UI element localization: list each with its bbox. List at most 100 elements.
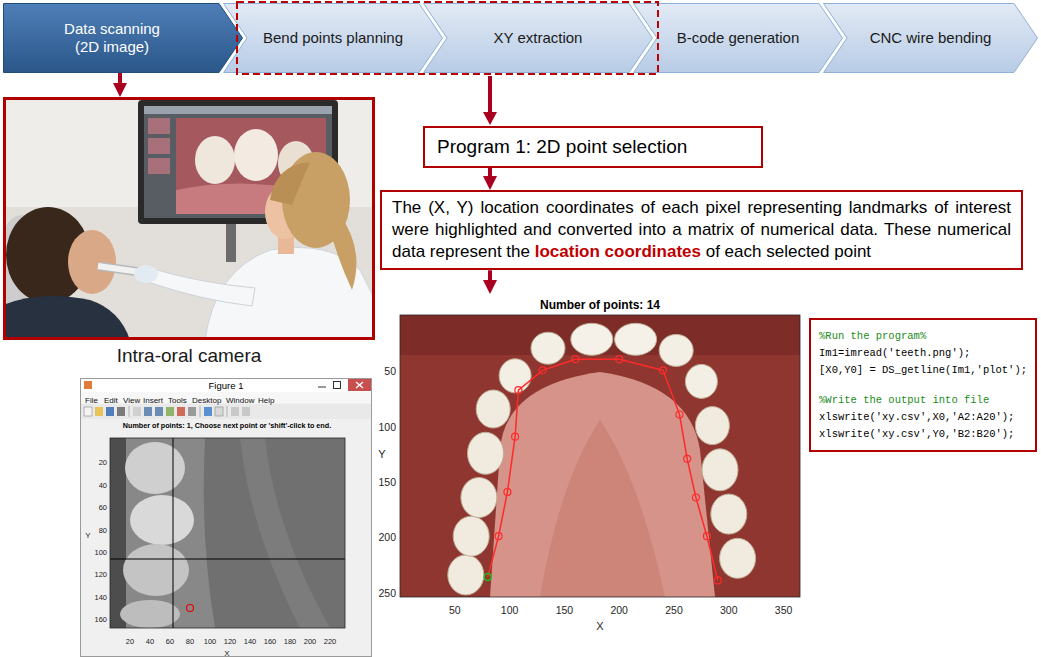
label-anchor: 100 xyxy=(501,601,519,617)
code-line: Im1=imread('teeth.png'); xyxy=(819,345,1027,362)
clinic-photo xyxy=(330,215,356,290)
dashed-selection-frame xyxy=(237,2,658,74)
label-anchor: 50 xyxy=(449,601,461,617)
tick-label: 60 xyxy=(166,637,174,646)
highlight-text: location coordinates xyxy=(535,242,701,261)
label-anchor: Tools xyxy=(168,390,187,406)
tick-label: 20 xyxy=(99,458,107,467)
clinic-photo xyxy=(270,162,310,205)
label-anchor: 100 xyxy=(94,542,107,558)
teeth-plot xyxy=(400,315,800,355)
tick-label: 120 xyxy=(94,570,107,579)
matlab-figure-window xyxy=(125,442,185,494)
label-anchor: X xyxy=(224,643,229,657)
teeth-plot xyxy=(453,516,489,556)
window-text: Number of points: 1, Choose next point o… xyxy=(80,421,372,431)
chevron-outline xyxy=(634,4,843,73)
label-anchor: 250 xyxy=(665,601,683,617)
clinic-photo xyxy=(3,296,130,340)
dashed-selection-frame xyxy=(237,2,658,74)
dashed-box-arrow xyxy=(483,112,497,125)
teeth-plot xyxy=(572,356,579,363)
label-anchor: Insert xyxy=(143,390,163,406)
teeth-plot xyxy=(692,494,699,501)
matlab-figure-window xyxy=(200,406,201,417)
tick-label: 100 xyxy=(94,548,107,557)
teeth-plot xyxy=(515,387,522,394)
program-box: Program 1: 2D point selection xyxy=(423,126,763,168)
clinic-photo xyxy=(148,118,170,134)
teeth-plot xyxy=(531,332,565,364)
matlab-figure-window xyxy=(187,605,194,612)
matlab-figure-window xyxy=(215,407,223,416)
teeth-plot xyxy=(495,533,502,540)
menu-item: Insert xyxy=(143,396,163,405)
teeth-plot xyxy=(660,367,667,374)
clinic-photo xyxy=(98,266,140,272)
process-chevron: B-code generation xyxy=(633,3,843,73)
tick-label: 20 xyxy=(126,637,134,646)
description-text: of each selected point xyxy=(706,242,871,261)
matlab-figure-window xyxy=(227,406,228,417)
teeth-plot xyxy=(468,432,504,474)
menu-item: Tools xyxy=(168,396,187,405)
matlab-figure-window xyxy=(84,381,92,389)
tick-label: 100 xyxy=(204,637,217,646)
tick-label: 200 xyxy=(378,531,396,543)
teeth-plot xyxy=(684,455,691,462)
flow-arrow xyxy=(488,168,492,178)
label-anchor: 120 xyxy=(94,564,107,580)
tick-label: 40 xyxy=(146,637,154,646)
matlab-figure-window xyxy=(81,379,372,657)
label-anchor: 120 xyxy=(224,631,237,647)
menu-item: File xyxy=(85,396,98,405)
chevron-outline xyxy=(424,4,653,73)
label-anchor: 60 xyxy=(166,631,174,647)
label-anchor: Desktop xyxy=(192,390,221,406)
teeth-plot xyxy=(512,433,519,440)
matlab-figure-window xyxy=(129,406,130,417)
teeth-plot xyxy=(714,577,721,584)
matlab-figure-window xyxy=(166,407,174,416)
label-anchor: Y xyxy=(378,445,385,461)
step-label: B-code generation xyxy=(677,29,800,47)
tick-label: 300 xyxy=(720,604,738,616)
teeth-plot xyxy=(400,315,800,597)
teeth-plot xyxy=(484,574,491,581)
teeth-plot xyxy=(695,407,729,445)
menu-item: Edit xyxy=(104,396,118,405)
photo-caption: Intra-oral camera xyxy=(6,345,372,368)
label-anchor: 80 xyxy=(99,520,107,536)
menu-item: Window xyxy=(226,396,254,405)
label-anchor: 100 xyxy=(204,631,217,647)
label-anchor: 60 xyxy=(99,497,107,513)
code-box: %Run the program%Im1=imread('teeth.png')… xyxy=(809,318,1037,452)
label-anchor: 180 xyxy=(284,631,297,647)
matlab-figure-window xyxy=(155,407,163,416)
menu-item: View xyxy=(123,396,140,405)
code-line: %Write the output into file xyxy=(819,392,1027,409)
label-anchor: 50 xyxy=(384,362,396,378)
chevron-outline xyxy=(224,4,443,73)
matlab-figure-window xyxy=(110,438,345,628)
process-chevron: Bend points planning xyxy=(223,3,443,73)
matlab-figure-window xyxy=(123,544,189,596)
teeth-plot xyxy=(488,359,718,580)
description-box: The (X, Y) location coordinates of each … xyxy=(380,190,1023,270)
label-anchor: Window xyxy=(226,390,254,406)
matlab-figure-window xyxy=(334,382,341,389)
tick-label: 50 xyxy=(449,604,461,616)
clinic-photo xyxy=(68,230,116,294)
matlab-figure-window xyxy=(81,379,372,657)
matlab-figure-window xyxy=(144,407,152,416)
matlab-figure-window xyxy=(110,438,345,628)
matlab-figure-window xyxy=(106,407,114,416)
dashed-box-arrow xyxy=(483,76,497,125)
clinic-photo xyxy=(3,97,375,340)
step-label: Bend points planning xyxy=(263,29,403,47)
tick-label: 160 xyxy=(94,615,107,624)
teeth-plot xyxy=(720,538,756,578)
matlab-figure-window xyxy=(242,407,250,416)
teeth-plot xyxy=(659,334,693,366)
